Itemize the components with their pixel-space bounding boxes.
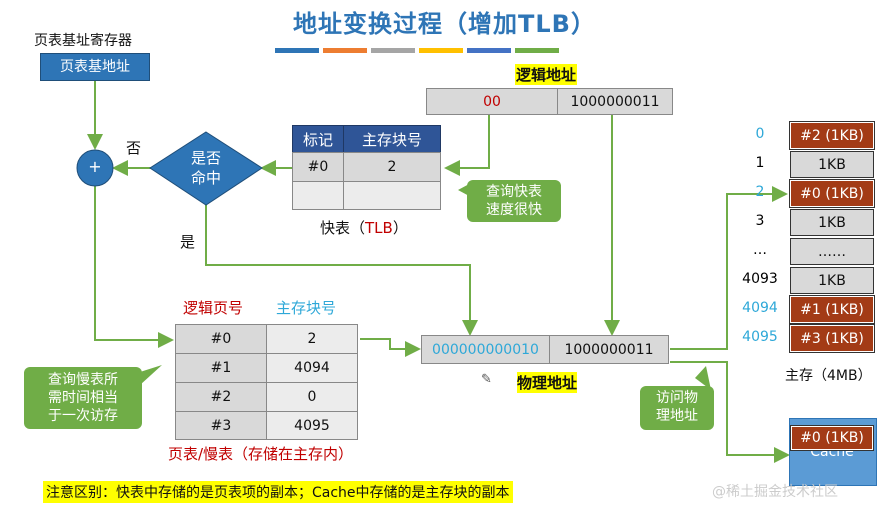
mem-index-4: … xyxy=(753,242,767,258)
yes-label: 是 xyxy=(180,233,196,251)
decision-line-2: 命中 xyxy=(190,169,221,187)
watermark: @稀土掘金技术社区 xyxy=(712,484,838,500)
bar-2 xyxy=(323,48,367,53)
access-callout-line-1: 访问物 xyxy=(656,390,698,406)
tlb-row-1-block xyxy=(343,181,441,210)
mem-index-6: 4094 xyxy=(742,300,778,316)
tlb-header-block: 主存块号 xyxy=(343,125,441,153)
decision-text: 是否 命中 xyxy=(176,148,236,188)
page-table-row-3-page: #3 xyxy=(175,411,267,440)
mem-cell-5: 1KB xyxy=(790,267,874,294)
mem-index-7: 4095 xyxy=(742,329,778,345)
tlb-caption-tlb: TLB xyxy=(365,219,393,237)
title-underline-bars xyxy=(275,48,559,53)
mem-index-2: 2 xyxy=(755,184,765,200)
logical-address-label: 逻辑地址 xyxy=(515,64,578,85)
main-memory-label: 主存（4MB） xyxy=(785,368,872,384)
mem-cell-6: #1 (1KB) xyxy=(789,295,875,324)
decision-line-1: 是否 xyxy=(190,149,221,167)
mem-index-0: 0 xyxy=(755,126,765,142)
physical-block-number: 000000000010 xyxy=(421,335,550,364)
register-label: 页表基址寄存器 xyxy=(34,33,132,49)
access-callout: 访问物 理地址 xyxy=(640,386,714,430)
mem-index-1: 1 xyxy=(755,155,765,171)
tlb-row-1-tag xyxy=(292,181,344,210)
page-table-callout-line-1: 查询慢表所 xyxy=(48,372,118,388)
page-table-col-block: 主存块号 xyxy=(276,299,337,317)
mem-cell-1: 1KB xyxy=(790,151,874,178)
mem-cell-7: #3 (1KB) xyxy=(789,324,875,353)
tlb-callout: 查询快表 速度很快 xyxy=(467,180,561,222)
page-table-base-address: 页表基地址 xyxy=(40,53,150,81)
page-table-callout-line-3: 于一次访存 xyxy=(48,408,118,424)
no-label: 否 xyxy=(126,139,142,157)
page-table-row-0-block: 2 xyxy=(266,324,358,354)
bar-6 xyxy=(515,48,559,53)
tlb-header-tag: 标记 xyxy=(292,125,344,153)
page-table-row-0-page: #0 xyxy=(175,324,267,354)
mem-index-5: 4093 xyxy=(742,271,778,287)
page-table-row-3-block: 4095 xyxy=(266,411,358,440)
physical-page-offset: 1000000011 xyxy=(549,335,669,364)
page-table-row-2-block: 0 xyxy=(266,382,358,412)
page-table-row-1-block: 4094 xyxy=(266,353,358,383)
logical-page-offset: 1000000011 xyxy=(557,88,673,115)
logical-page-number: 00 xyxy=(426,88,558,115)
page-table-row-1-page: #1 xyxy=(175,353,267,383)
page-table-callout-line-2: 需时间相当 xyxy=(48,390,118,406)
bar-1 xyxy=(275,48,319,53)
tlb-row-0-block: 2 xyxy=(343,152,441,182)
pencil-icon: ✎ xyxy=(481,372,492,387)
bar-5 xyxy=(467,48,511,53)
tlb-callout-line-2: 速度很快 xyxy=(486,202,542,218)
access-callout-line-2: 理地址 xyxy=(656,408,698,424)
page-table-caption: 页表/慢表（存储在主存内） xyxy=(168,445,354,463)
mem-cell-0: #2 (1KB) xyxy=(789,121,875,150)
mem-cell-2: #0 (1KB) xyxy=(789,179,875,208)
page-table-row-2-page: #2 xyxy=(175,382,267,412)
mem-index-3: 3 xyxy=(755,213,765,229)
mem-cell-3: 1KB xyxy=(790,209,874,236)
tlb-caption-prefix: 快表（ xyxy=(320,219,366,237)
physical-address-label: 物理地址 xyxy=(517,372,578,393)
tlb-caption-suffix: ） xyxy=(392,219,408,237)
bar-4 xyxy=(419,48,463,53)
tlb-caption: 快表（TLB） xyxy=(320,217,408,238)
page-table-callout: 查询慢表所 需时间相当 于一次访存 xyxy=(24,367,142,429)
page-title: 地址变换过程（增加TLB） xyxy=(293,10,596,38)
page-table-col-logical: 逻辑页号 xyxy=(183,299,244,317)
main-memory-indices: 0 1 2 3 … 4093 4094 4095 xyxy=(740,120,780,352)
tlb-callout-line-1: 查询快表 xyxy=(486,184,542,200)
adder-symbol: + xyxy=(88,157,102,176)
mem-cell-4: …… xyxy=(790,238,874,265)
tlb-row-0-tag: #0 xyxy=(292,152,344,182)
decision-diamond xyxy=(149,131,263,206)
adder-circle xyxy=(76,149,114,187)
note-text: 注意区别：快表中存储的是页表项的副本；Cache中存储的是主存块的副本 xyxy=(43,481,513,503)
cache-cell-0: #0 (1KB) xyxy=(790,425,874,451)
bar-3 xyxy=(371,48,415,53)
